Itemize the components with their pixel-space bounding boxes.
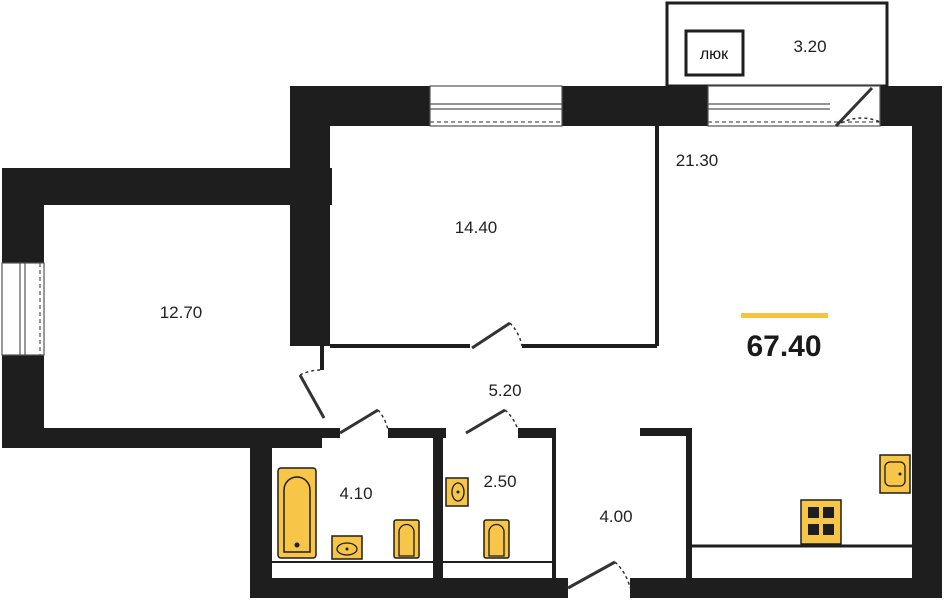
room-area-toilet: 2.50 (483, 472, 516, 491)
walls (2, 86, 942, 598)
wall-bath-top-c (518, 428, 556, 438)
room-area-entrance: 4.00 (599, 507, 632, 526)
door-icon (298, 369, 326, 419)
partitions (272, 344, 912, 563)
wall-bottom-main (250, 578, 568, 598)
wall-bath-top-a (250, 428, 340, 438)
total-area-accent-bar (741, 313, 828, 318)
sink-icon (445, 477, 469, 507)
window-icon (1, 262, 45, 356)
sink-icon (879, 454, 911, 494)
wall-kitchen-right (912, 86, 942, 596)
wall-bath-divider (433, 428, 443, 578)
room-labels: 12.70 14.40 21.30 5.20 4.10 2.50 4.00 3.… (160, 37, 827, 526)
door-icon (339, 408, 389, 435)
wall-entrance-stub (640, 428, 692, 436)
door-icon (834, 86, 881, 128)
door-icon (471, 321, 523, 350)
window-icon (707, 85, 881, 127)
wall-left-bottom (2, 428, 322, 448)
room-area-kitchen-living: 21.30 (676, 151, 719, 170)
wall-bath-top-b (388, 428, 446, 438)
toilet-icon (483, 519, 510, 559)
doors (298, 86, 881, 590)
wall-entrance-left (552, 428, 556, 598)
room-area-living-room: 12.70 (160, 303, 203, 322)
windows (1, 85, 881, 356)
wall-bottom-right (630, 578, 942, 598)
fixtures (277, 454, 911, 560)
wall-bottom-bath (250, 428, 272, 598)
hatch-icon (684, 29, 745, 77)
bathtub-icon (277, 467, 317, 559)
door-icon (567, 560, 631, 590)
total-area-block: 67.40 (741, 313, 828, 363)
window-icon (429, 85, 563, 127)
stove-icon (800, 499, 842, 545)
door-icon (465, 408, 519, 435)
room-area-balcony: 3.20 (793, 37, 826, 56)
wall-left-upper (2, 168, 44, 263)
wall-bedroom-top-a (290, 86, 430, 126)
room-area-hallway: 5.20 (488, 381, 521, 400)
wall-bedroom-top-b (562, 86, 708, 126)
balcony: люк (665, 1, 889, 88)
room-area-bathroom: 4.10 (339, 484, 372, 503)
toilet-icon (393, 519, 420, 559)
sink-icon (331, 535, 363, 560)
hatch-label: люк (700, 46, 729, 63)
wall-left-top (2, 168, 332, 205)
wall-bedroom-right (655, 86, 659, 346)
total-area: 67.40 (746, 330, 821, 363)
room-area-bedroom: 14.40 (455, 218, 498, 237)
wall-entrance-right (686, 428, 692, 578)
wall-bedroom-left (290, 86, 330, 346)
